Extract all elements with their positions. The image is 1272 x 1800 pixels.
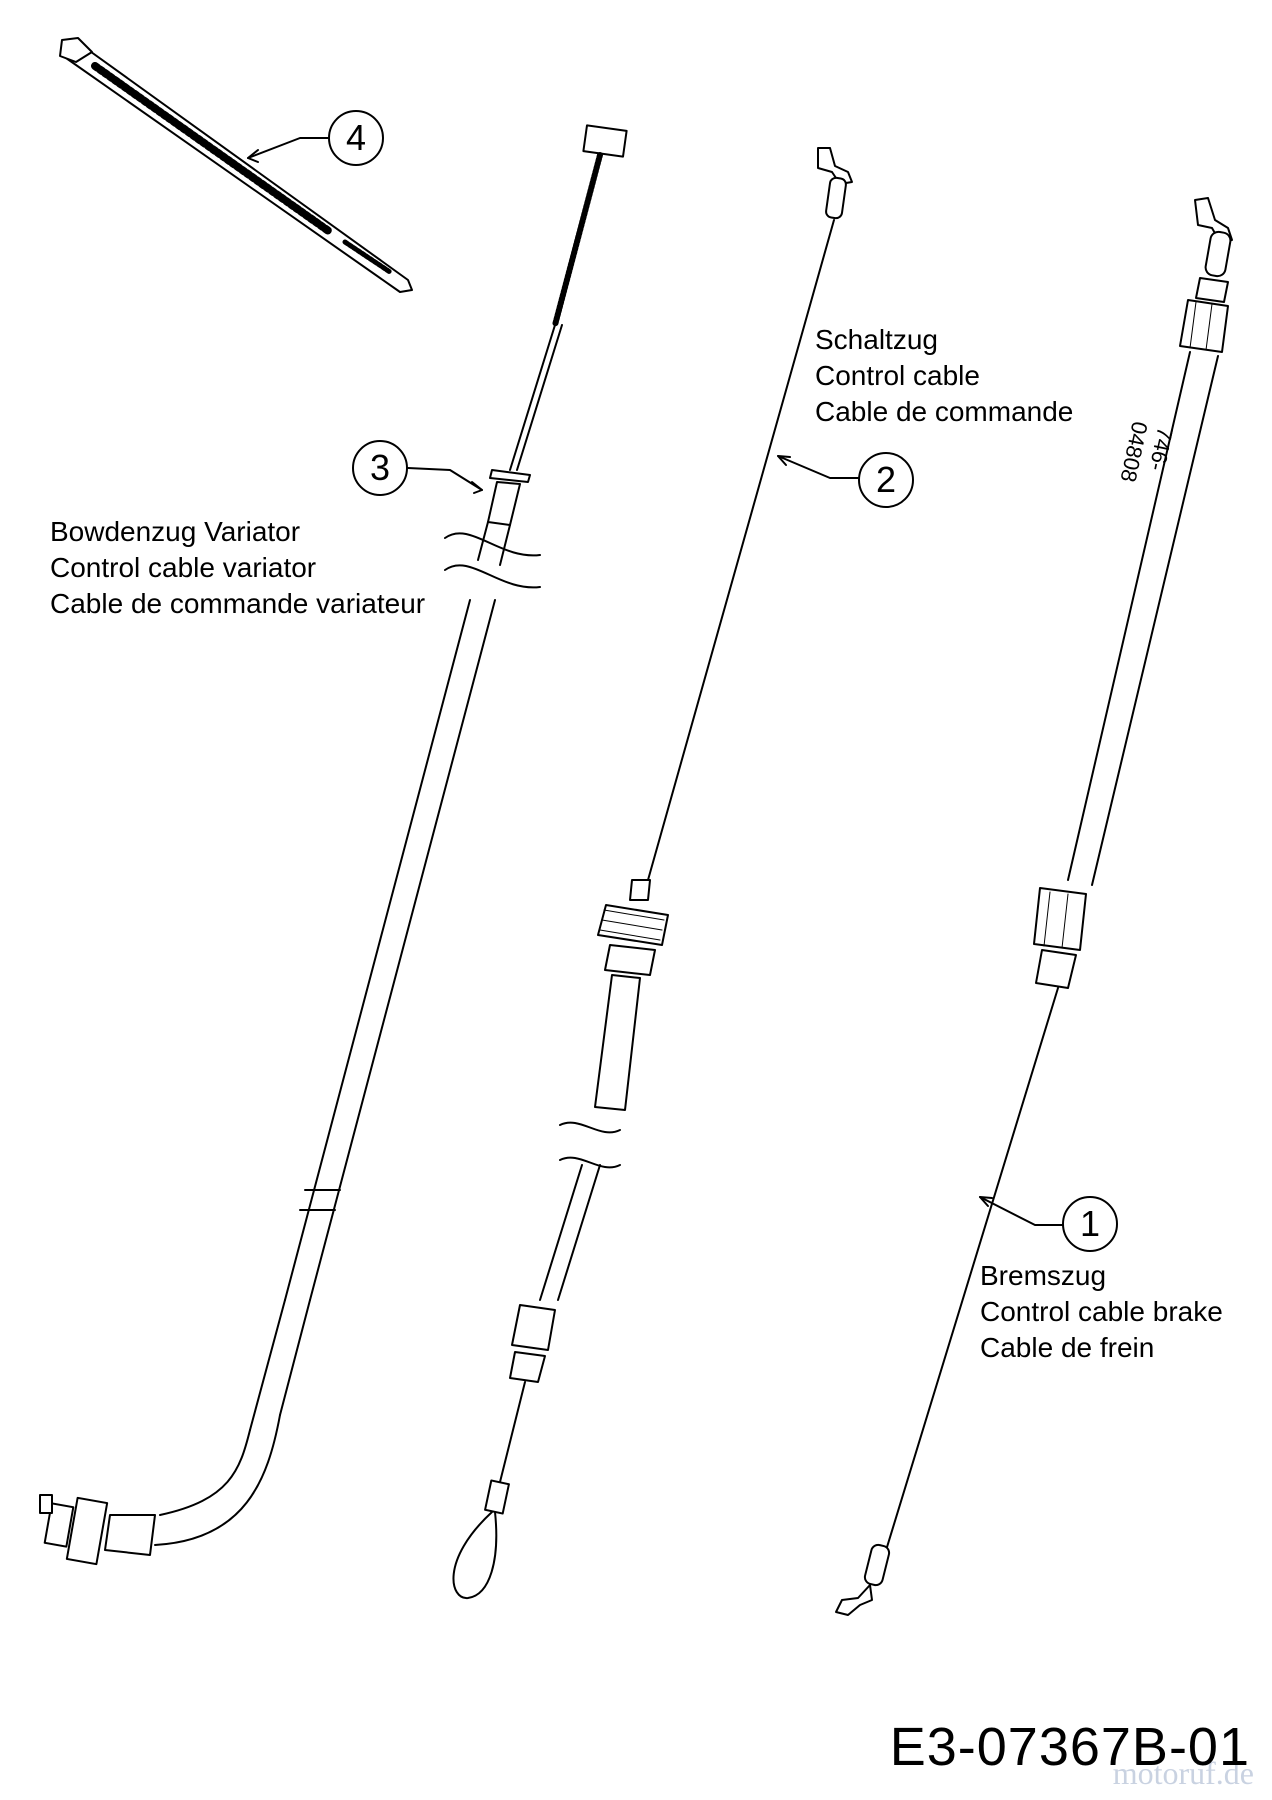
callout-4: 4 (328, 110, 384, 166)
shift-cable-label: Schaltzug Control cable Cable de command… (815, 322, 1073, 430)
callout-2: 2 (858, 452, 914, 508)
shift-cable-part-2 (452, 147, 853, 1600)
diagram-code: E3-07367B-01 (889, 1717, 1250, 1777)
brake-cable-label: Bremszug Control cable brake Cable de fr… (980, 1258, 1223, 1366)
callout-3: 3 (352, 440, 408, 496)
variator-cable-label-fr: Cable de commande variateur (50, 588, 426, 619)
shift-cable-label-fr: Cable de commande (815, 396, 1074, 427)
shift-cable-label-de: Schaltzug (815, 324, 938, 355)
watermark: motoruf.de (1112, 1755, 1254, 1791)
variator-cable-part-3 (39, 124, 628, 1566)
variator-cable-label-en: Control cable variator (50, 552, 317, 583)
brake-cable-label-en: Control cable brake (980, 1296, 1223, 1327)
variator-cable-label-de: Bowdenzug Variator (50, 516, 301, 547)
variator-cable-label: Bowdenzug Variator Control cable variato… (50, 514, 425, 622)
brake-cable-label-fr: Cable de frein (980, 1332, 1155, 1363)
brake-cable-part-1 (835, 197, 1233, 1616)
shift-cable-label-en: Control cable (815, 360, 980, 391)
callout-1: 1 (1062, 1196, 1118, 1252)
brake-cable-label-de: Bremszug (980, 1260, 1107, 1291)
cable-tie-part-4 (59, 37, 413, 293)
